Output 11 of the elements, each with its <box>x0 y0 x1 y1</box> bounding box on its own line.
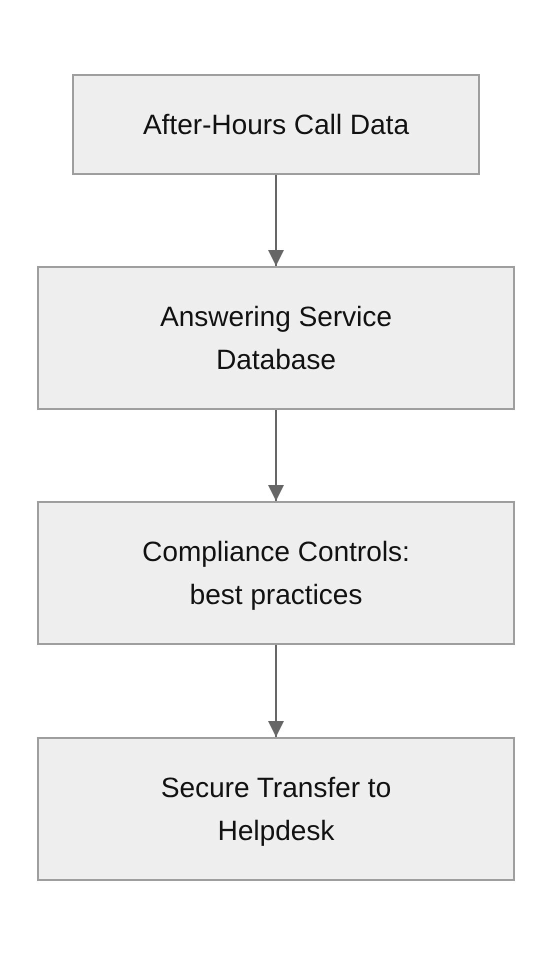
node-text: Answering Service Database <box>159 300 393 377</box>
node-text: After-Hours Call Data <box>142 108 410 142</box>
arrow <box>268 410 284 501</box>
node-text: Secure Transfer to Helpdesk <box>160 771 392 848</box>
process-box <box>72 74 480 175</box>
process-box <box>37 737 515 881</box>
process-box <box>37 501 515 645</box>
arrow <box>268 175 284 266</box>
arrow <box>268 645 284 737</box>
node-text: Compliance Controls: best practices <box>141 535 411 612</box>
process-box <box>37 266 515 410</box>
